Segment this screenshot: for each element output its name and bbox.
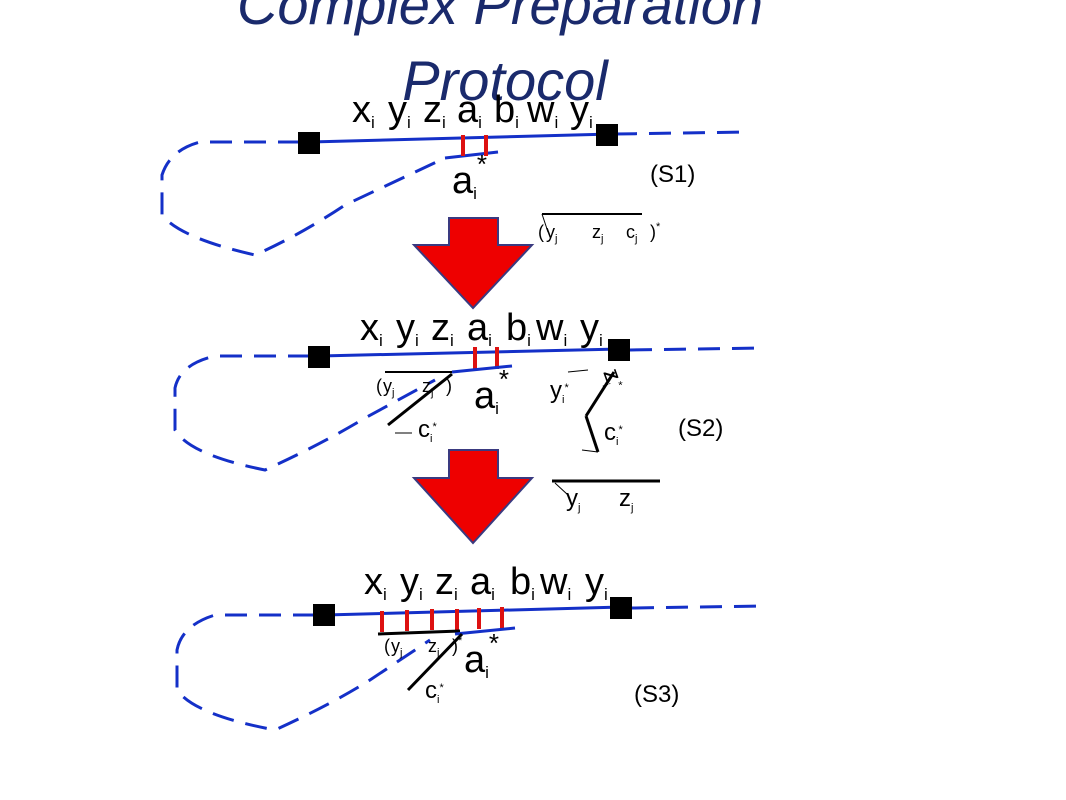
stage-s1: xi yi zi ai bi wi yi ai* ( yj zj cj )* (… <box>160 89 751 257</box>
ci-star-tail-s3 <box>406 632 464 692</box>
sequence-s1: xi yi zi ai bi wi yi <box>352 89 593 137</box>
invading-strand-s1 <box>444 150 499 160</box>
ci-star-left-s2: ci* <box>418 416 437 445</box>
bound-label-s2: ( yj zj ) <box>376 376 452 400</box>
zi-star-s2: zi* <box>595 365 629 393</box>
a-star-s2: ai* <box>474 364 509 418</box>
title-line-2: Protocol <box>402 49 609 112</box>
invading-strand-s3 <box>454 626 516 636</box>
marker-right-s3 <box>610 597 632 619</box>
sequence-s3: xi yi zi ai bi wi yi <box>364 561 608 609</box>
dna-strand-s3 <box>324 605 623 617</box>
ci-star-s3: ci* <box>425 677 444 706</box>
hairpin-foot-s2 <box>581 449 599 453</box>
released-strand-s2-hook <box>554 482 569 496</box>
yi-star-s2: yi* <box>550 377 569 406</box>
invading-strand-s2 <box>451 364 513 374</box>
a-star-s3: ai* <box>464 628 499 682</box>
ci-star-right-s2: ci* <box>604 419 623 448</box>
hairpin-top-s2 <box>567 369 589 373</box>
title-line-1: Complex Preparation <box>237 0 763 36</box>
marker-left-s3 <box>313 604 335 626</box>
hairpin-arm-s2 <box>584 371 616 417</box>
stage-label-s3: (S3) <box>634 681 679 708</box>
dna-tail-s2 <box>629 346 766 352</box>
marker-right-s1 <box>596 124 618 146</box>
stage-label-s2: (S2) <box>678 415 723 442</box>
dna-loop-s2 <box>173 354 436 472</box>
stage-s2: xi yi zi ai bi wi yi ( yj zj ) ci* ai* y… <box>173 307 766 517</box>
a-star-s1: ai* <box>452 149 487 203</box>
released-label-s2: yj zj <box>566 485 633 517</box>
dna-tail-s3 <box>631 604 766 610</box>
process-arrow-2 <box>411 449 535 545</box>
dna-strand-s2 <box>319 347 621 358</box>
bound-strand-s3 <box>377 629 461 636</box>
partner-label-s1: ( yj zj cj )* <box>538 221 661 246</box>
process-arrow-1 <box>411 217 535 310</box>
marker-left-s1 <box>298 132 320 154</box>
stage-s3: xi yi zi ai bi wi yi ( yj zj )* ai* ci* … <box>175 561 766 732</box>
sequence-s2: xi yi zi ai bi wi yi <box>360 307 603 355</box>
bound-label-s3: ( yj zj )* <box>384 635 463 660</box>
dna-loop-s3 <box>175 613 431 732</box>
dna-tail-s1 <box>614 130 751 136</box>
hairpin-stem-s2 <box>584 415 600 453</box>
ci-star-tail-s2 <box>387 372 453 427</box>
dna-loop-s1 <box>160 140 446 257</box>
marker-left-s2 <box>308 346 330 368</box>
stage-label-s1: (S1) <box>650 161 695 188</box>
partner-strand-s1-hook <box>541 213 549 233</box>
marker-right-s2 <box>608 339 630 361</box>
